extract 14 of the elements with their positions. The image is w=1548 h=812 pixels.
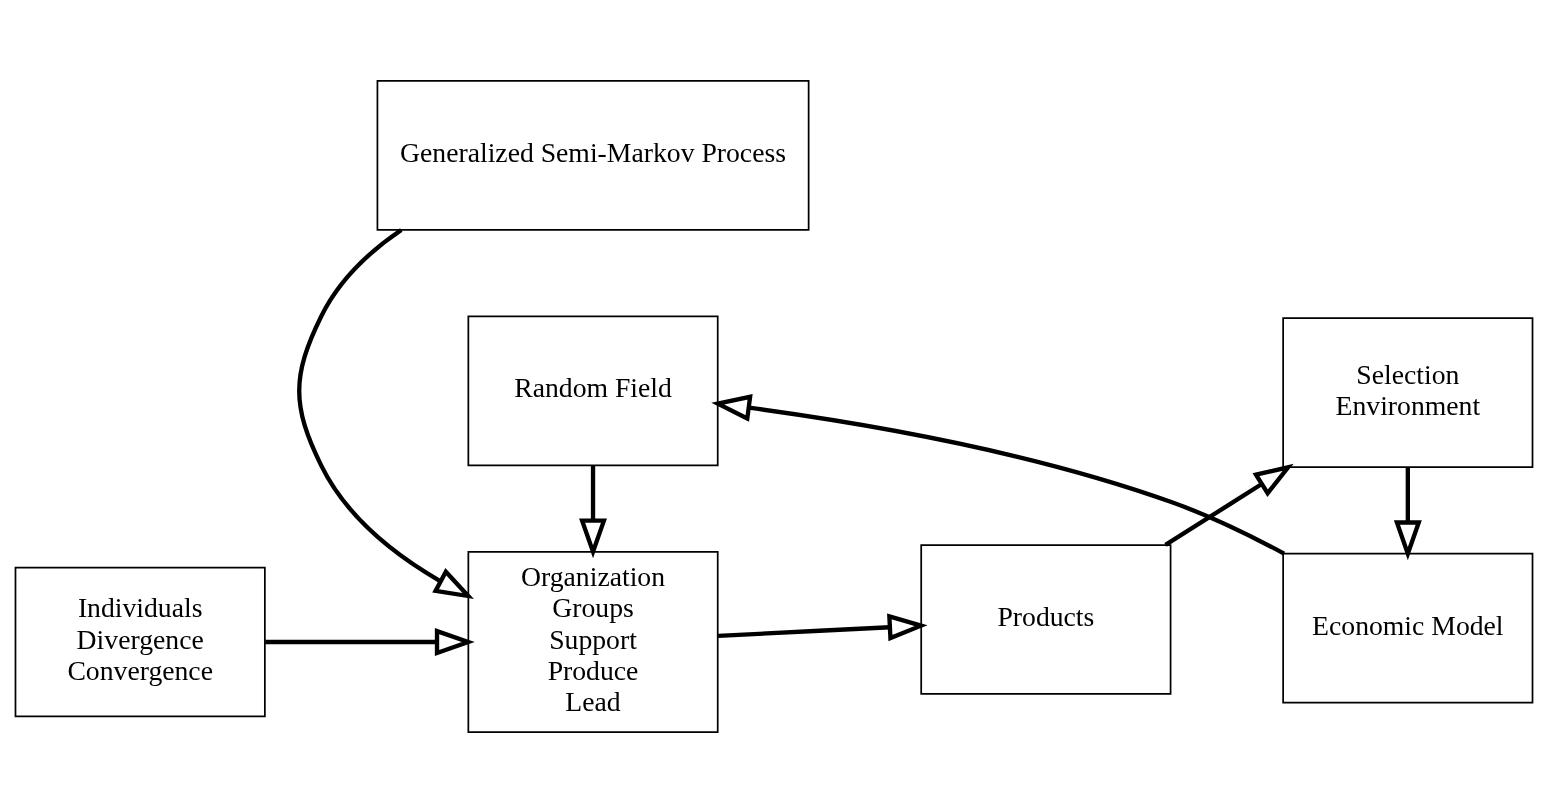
arrow: [1393, 467, 1422, 560]
node-box: Economic Model: [1282, 552, 1534, 703]
node-box: Individuals Divergence Convergence: [14, 566, 266, 717]
arrow: [1164, 463, 1294, 547]
node-box: Organization Groups Support Produce Lead: [467, 550, 719, 733]
node-box: Generalized Semi-Markov Process: [376, 79, 810, 231]
arrow: [579, 465, 607, 558]
arrow: [718, 612, 928, 641]
node-box: Random Field: [467, 315, 719, 466]
arrow: [297, 227, 474, 599]
node-box: Selection Environment: [1282, 316, 1534, 468]
arrow: [711, 393, 1286, 556]
arrow: [265, 627, 475, 656]
node-box: Products: [920, 543, 1172, 695]
